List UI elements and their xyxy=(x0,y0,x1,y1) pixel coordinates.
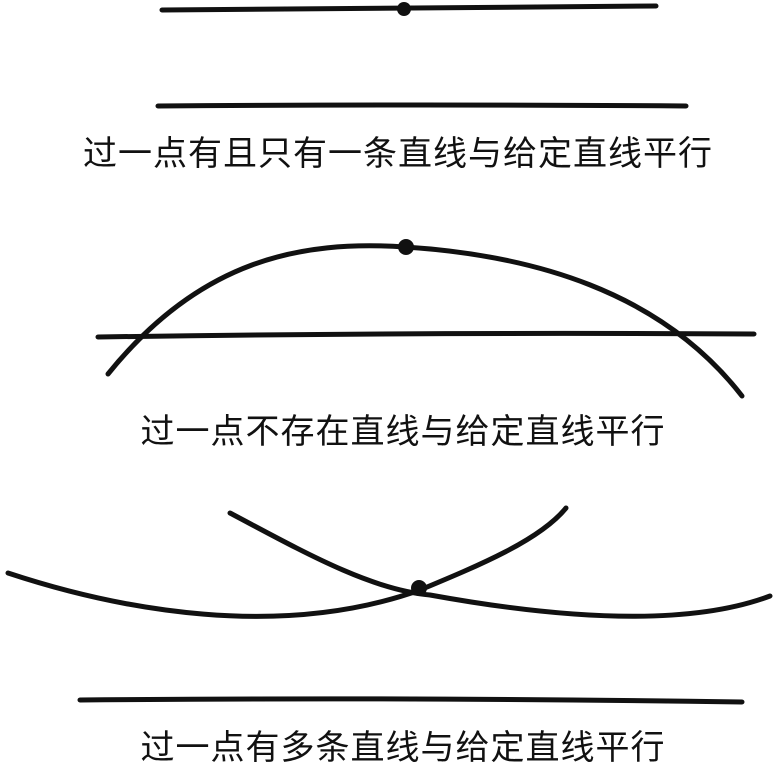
given-point xyxy=(397,2,411,16)
given-line xyxy=(155,102,689,109)
given-point xyxy=(398,239,414,255)
caption-hyperbolic: 过一点有多条直线与给定直线平行 xyxy=(140,728,666,768)
caption-euclidean: 过一点有且只有一条直线与给定直线平行 xyxy=(83,134,713,174)
given-line xyxy=(95,330,757,340)
panel-euclidean xyxy=(155,2,689,109)
curved-line-b xyxy=(227,510,773,619)
given-line xyxy=(77,696,745,705)
given-point xyxy=(411,580,427,596)
panel-hyperbolic xyxy=(5,505,773,705)
panel-elliptic xyxy=(95,239,757,399)
curved-line-through-point xyxy=(105,243,745,399)
curved-line-a xyxy=(5,505,569,619)
caption-elliptic: 过一点不存在直线与给定直线平行 xyxy=(140,412,666,452)
